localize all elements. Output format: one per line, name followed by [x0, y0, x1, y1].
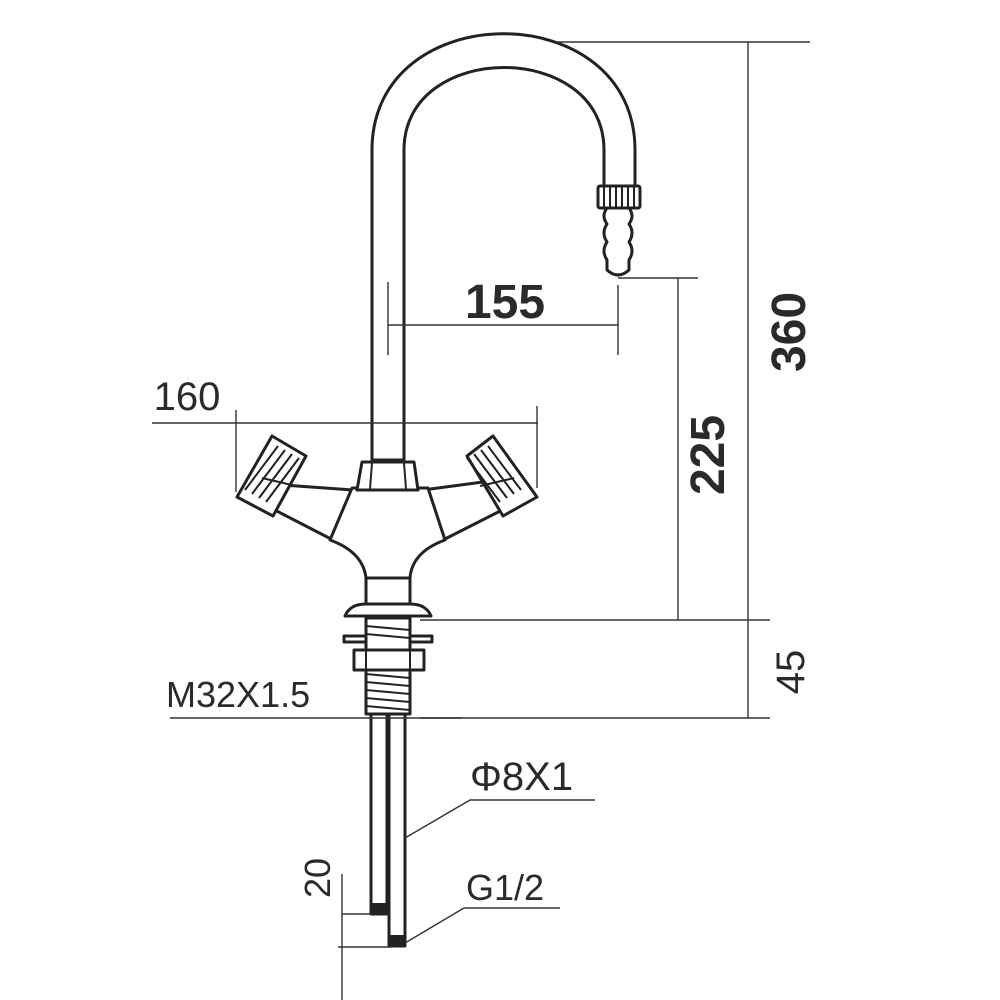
valve-body [328, 486, 447, 580]
dim-tube-end-length: 20 [297, 858, 338, 898]
lock-nut [352, 648, 426, 672]
body-neck [364, 576, 412, 606]
base-flange [343, 602, 433, 618]
dim-shank-length: 45 [769, 650, 813, 695]
spout-hex-nut [355, 460, 420, 492]
faucet [235, 32, 642, 948]
left-handle [235, 434, 355, 542]
supply-tubes [369, 712, 407, 948]
dim-connection-spec: G1/2 [466, 867, 544, 908]
dimension-labels: 360 225 45 155 160 M32X1.5 Φ8X1 20 G1/2 [154, 276, 816, 908]
spout-outlet-nozzle [596, 184, 642, 277]
dim-total-height: 360 [763, 292, 816, 372]
dim-outlet-height: 225 [682, 415, 735, 495]
gooseneck-spout [370, 32, 637, 462]
dim-tube-spec: Φ8X1 [470, 755, 573, 799]
dim-thread-spec: M32X1.5 [166, 674, 310, 715]
right-handle [421, 434, 539, 542]
dim-handle-span: 160 [154, 375, 221, 419]
dim-spout-reach: 155 [465, 276, 545, 329]
dimension-lines [152, 41, 810, 1000]
